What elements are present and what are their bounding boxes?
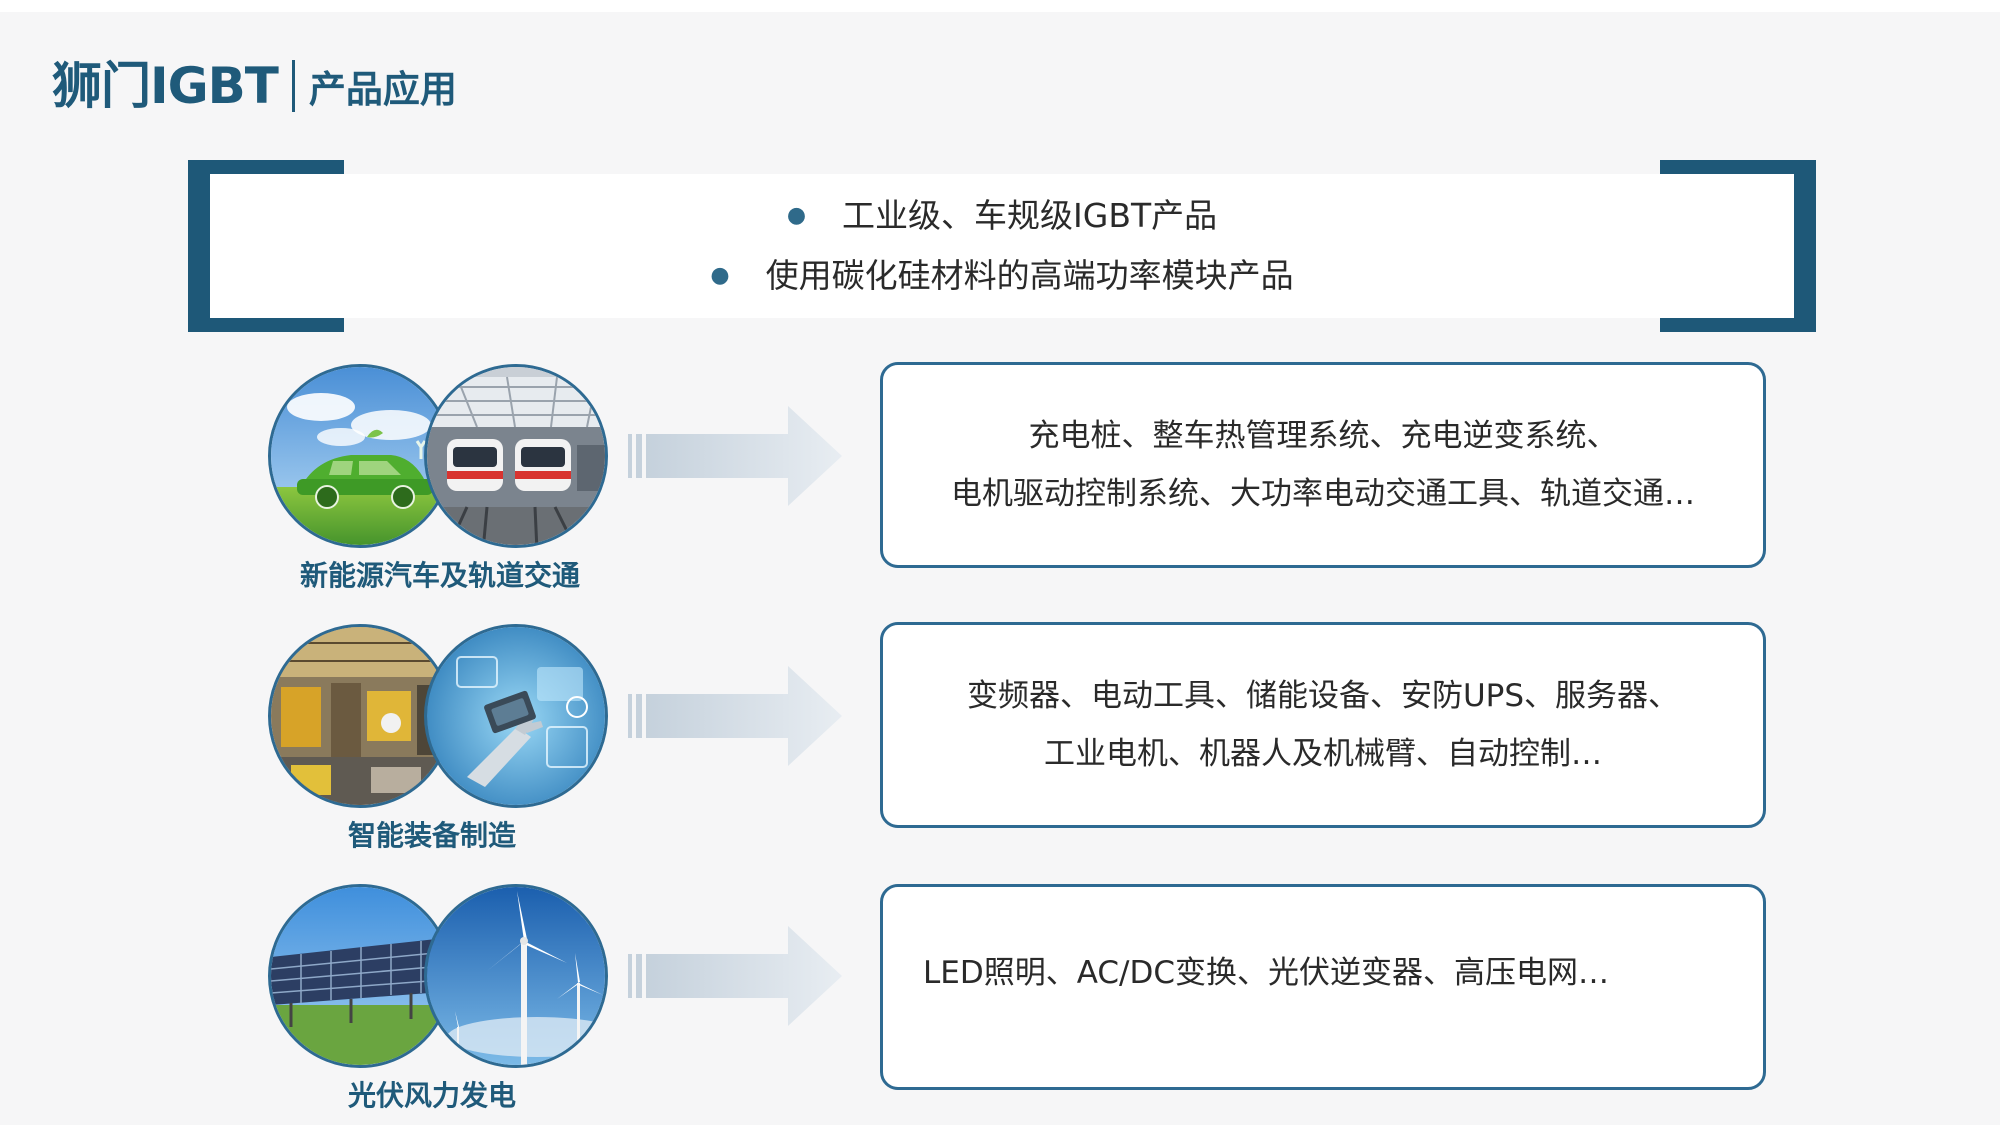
arrow-right-icon [628, 406, 842, 506]
bullet-icon: ● [710, 263, 730, 288]
category-row-manufacturing: 智能装备制造 变频器、电动工具、储能设备、安防UPS、服务器、 工业电机、机器人… [0, 612, 2000, 872]
robot-hand-image [424, 624, 608, 808]
application-text: 工业电机、机器人及机械臂、自动控制… [1044, 736, 1602, 772]
category-label: 智能装备制造 [347, 819, 516, 852]
page-subtitle: 产品应用 [308, 68, 457, 111]
summary-text: 工业级、车规级IGBT产品 [842, 196, 1218, 235]
arrow-right-icon [628, 666, 842, 766]
metro-train-image [424, 364, 608, 548]
title-divider [291, 60, 295, 112]
category-images [268, 884, 608, 1068]
application-text: 变频器、电动工具、储能设备、安防UPS、服务器、 [966, 678, 1680, 714]
category-row-renewable: 光伏风力发电 LED照明、AC/DC变换、光伏逆变器、高压电网… [0, 872, 2000, 1132]
application-description-box: 变频器、电动工具、储能设备、安防UPS、服务器、 工业电机、机器人及机械臂、自动… [880, 622, 1766, 828]
summary-item: ● 使用碳化硅材料的高端功率模块产品 [710, 253, 1293, 299]
category-images [268, 624, 608, 808]
brand-name: 狮门IGBT [52, 57, 279, 115]
application-text: 电机驱动控制系统、大功率电动交通工具、轨道交通… [951, 476, 1695, 512]
bullet-icon: ● [786, 203, 807, 228]
application-text: 充电桩、整车热管理系统、充电逆变系统、 [1028, 418, 1618, 454]
wind-turbine-image [424, 884, 608, 1068]
slide: 狮门IGBT 产品应用 ● 工业级、车规级IGBT产品 ● 使用碳化硅材料的高端… [0, 12, 2000, 1125]
application-text: LED照明、AC/DC变换、光伏逆变器、高压电网… [923, 955, 1609, 991]
summary-item: ● 工业级、车规级IGBT产品 [787, 193, 1217, 239]
category-label: 新能源汽车及轨道交通 [299, 559, 580, 592]
summary-text: 使用碳化硅材料的高端功率模块产品 [765, 256, 1294, 295]
category-row-ev-rail: 新能源汽车及轨道交通 充电桩、整车热管理系统、充电逆变系统、 电机驱动控制系统、… [0, 352, 2000, 612]
green-car-image [268, 364, 452, 548]
summary-content: ● 工业级、车规级IGBT产品 ● 使用碳化硅材料的高端功率模块产品 [210, 174, 1794, 318]
summary-box: ● 工业级、车规级IGBT产品 ● 使用碳化硅材料的高端功率模块产品 [188, 160, 1816, 332]
page-title: 狮门IGBT 产品应用 [52, 54, 457, 114]
arrow-right-icon [628, 926, 842, 1026]
application-description-box: LED照明、AC/DC变换、光伏逆变器、高压电网… [880, 884, 1766, 1090]
category-label: 光伏风力发电 [347, 1079, 516, 1112]
application-description-box: 充电桩、整车热管理系统、充电逆变系统、 电机驱动控制系统、大功率电动交通工具、轨… [880, 362, 1766, 568]
category-images [268, 364, 608, 548]
